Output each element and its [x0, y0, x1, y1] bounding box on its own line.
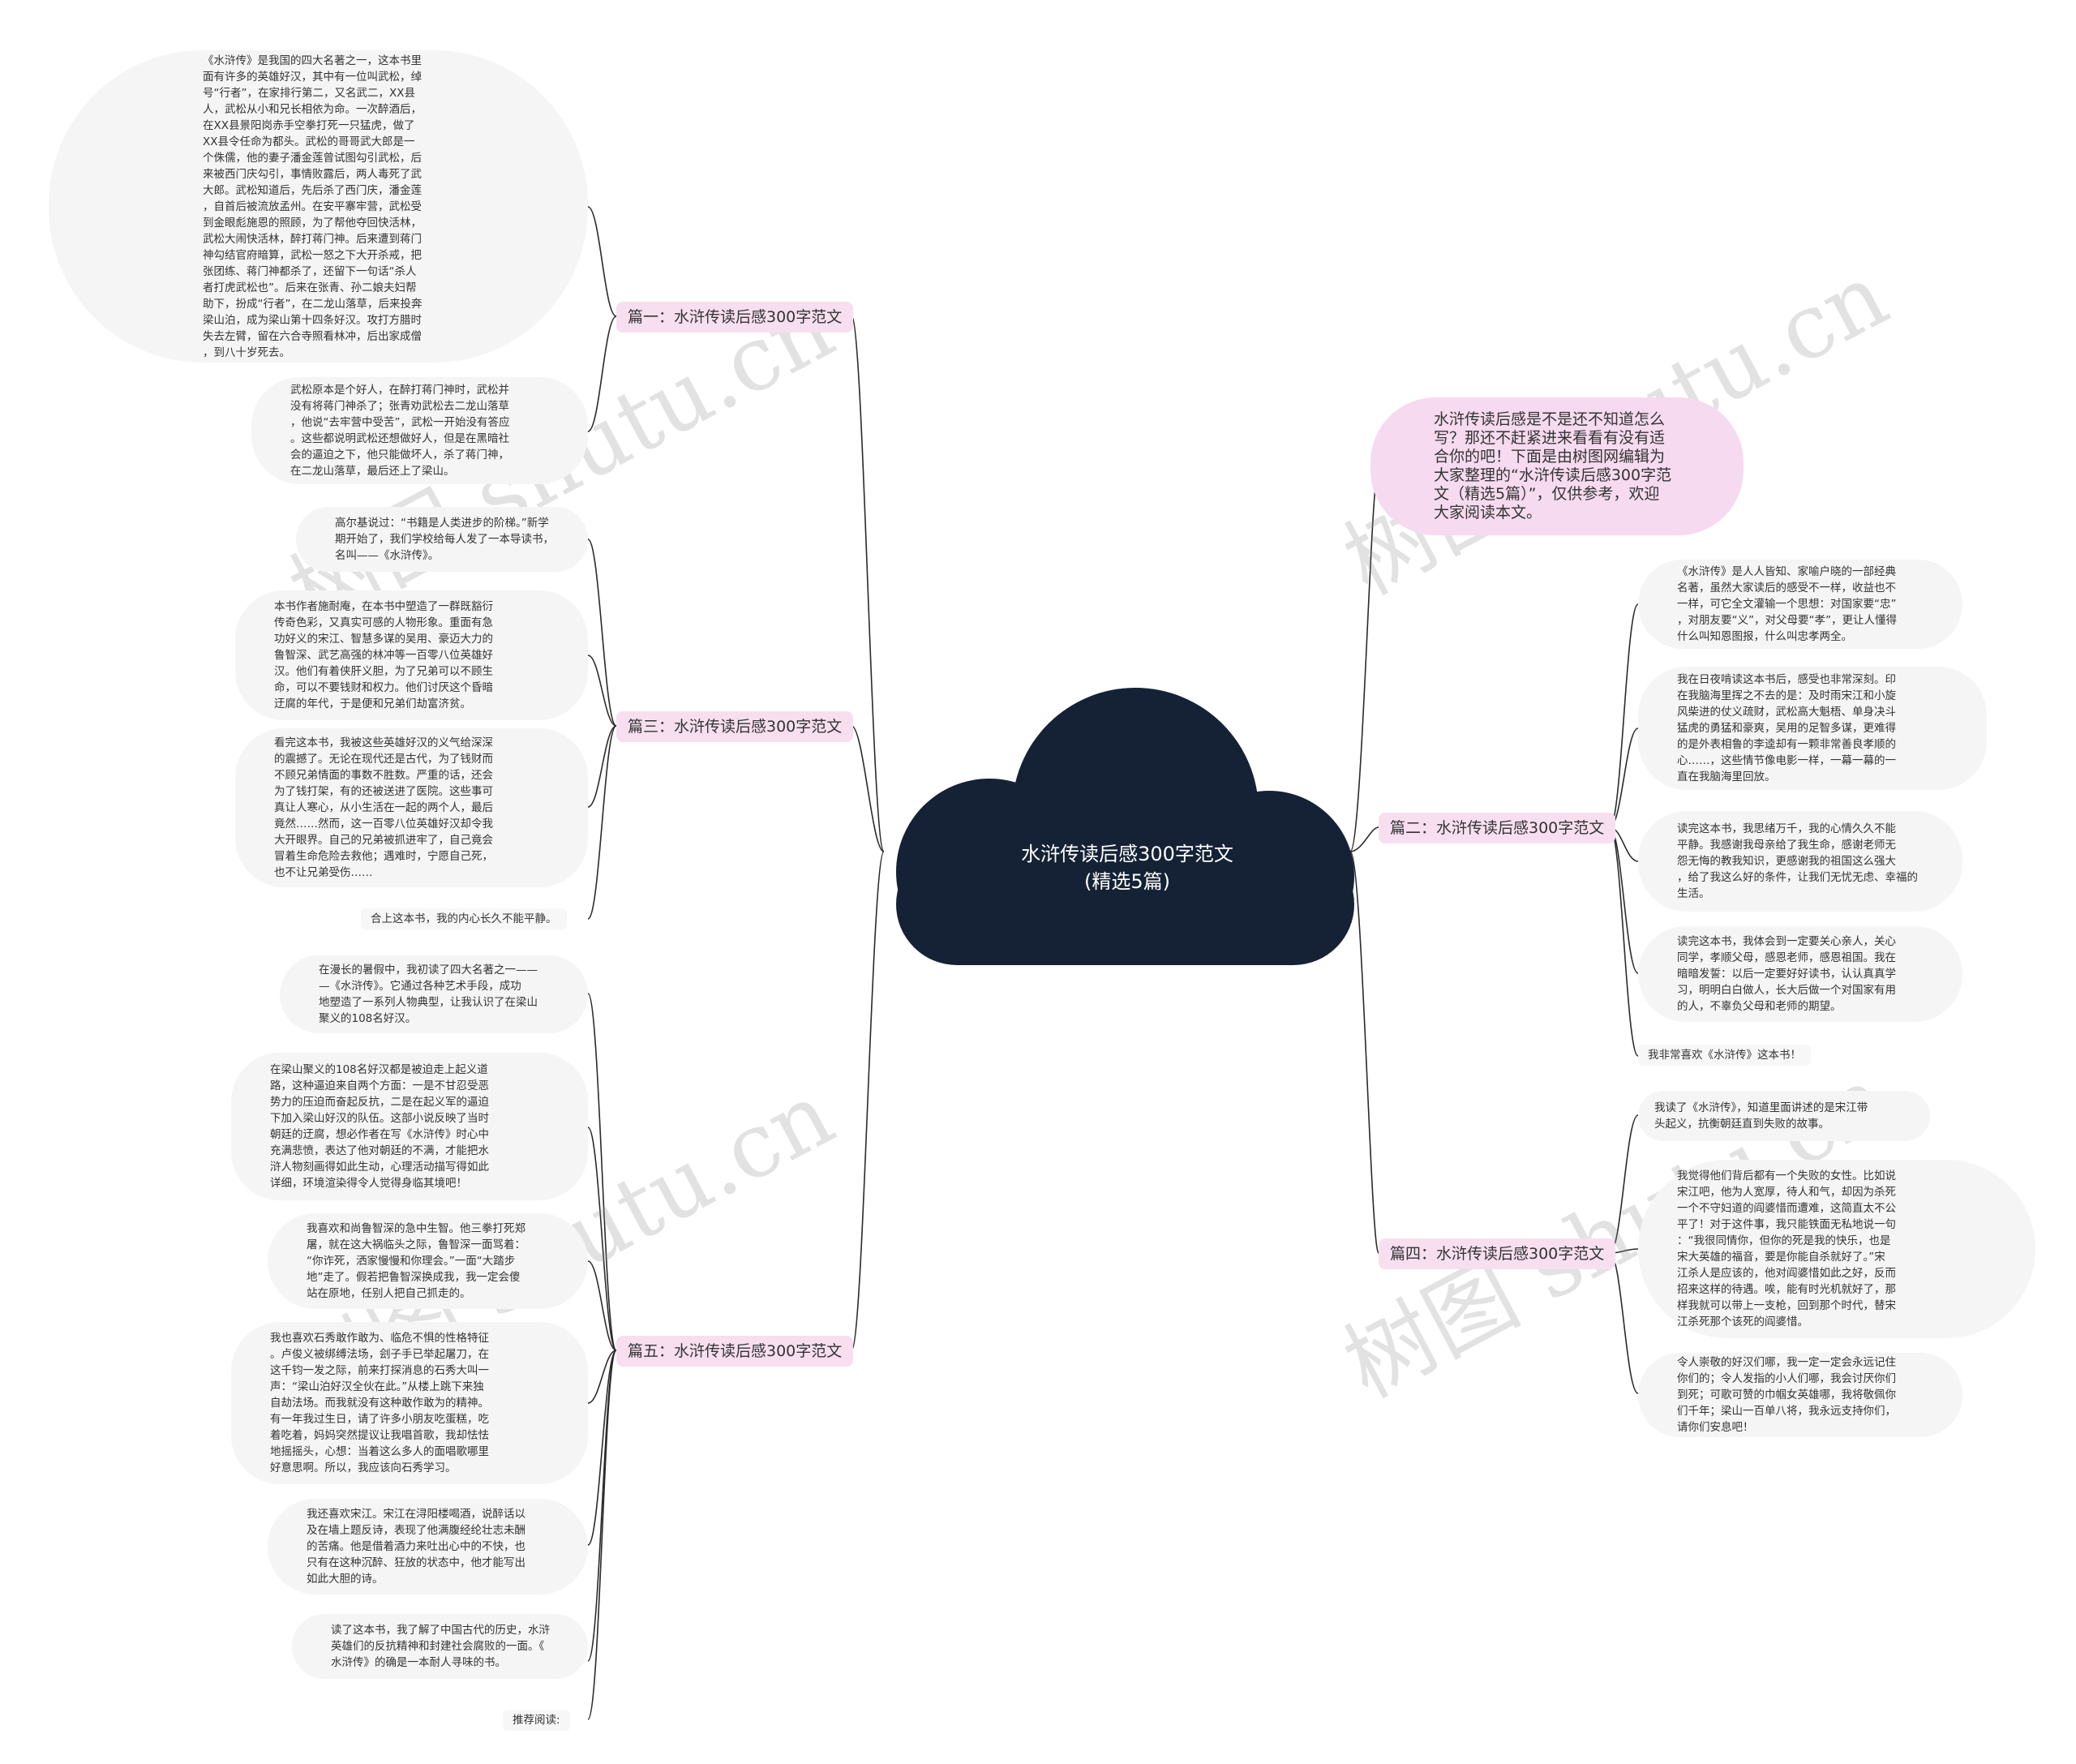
leaf-text: 我觉得他们背后都有一个失败的女性。比如说 宋江吧，他为人宽厚，待人和气，却因为杀… — [1677, 1170, 1896, 1328]
leaf-b1-2[interactable]: 武松原本是个好人，在醉打蒋门神时，武松并 没有将蒋门神杀了；张青劝武松去二龙山落… — [251, 377, 588, 484]
leaf-b4-1[interactable]: 我读了《水浒传》，知道里面讲述的是宋江带 头起义，抗衡朝廷直到失败的故事。 — [1638, 1091, 1930, 1141]
leaf-b2-5[interactable]: 我非常喜欢《水浒传》这本书！ — [1638, 1045, 1811, 1066]
leaf-text: 高尔基说过：“书籍是人类进步的阶梯。”新学 期开始了，我们学校给每人发了一本导读… — [335, 517, 554, 562]
leaf-text: 我还喜欢宋江。宋江在浔阳楼喝酒，说醉话以 及在墙上题反诗，表现了他满腹经纶壮志未… — [307, 1508, 525, 1586]
leaf-b2-1[interactable]: 《水浒传》是人人皆知、家喻户晓的一部经典 名著，虽然大家读后的感受不一样，收益也… — [1638, 560, 1962, 649]
leaf-b4-3[interactable]: 令人崇敬的好汉们哪，我一定一定会永远记住 你们的；令人发指的小人们哪，我会讨厌你… — [1638, 1353, 1962, 1437]
leaf-text: 《水浒传》是我国的四大名著之一，这本书里 面有许多的英雄好汉，其中有一位叫武松，… — [203, 54, 422, 359]
branch-b2[interactable]: 篇二：水浒传读后感300字范文 — [1379, 813, 1616, 843]
branch-b5[interactable]: 篇五：水浒传读后感300字范文 — [616, 1336, 854, 1367]
leaf-b2-3[interactable]: 读完这本书，我思绪万千，我的心情久久不能 平静。我感谢我母亲给了我生命，感谢老师… — [1638, 811, 1962, 912]
leaf-text: 读完这本书，我思绪万千，我的心情久久不能 平静。我感谢我母亲给了我生命，感谢老师… — [1677, 822, 1918, 900]
leaf-text: 读完这本书，我体会到一定要关心亲人，关心 同学，孝顺父母，感恩老师，感恩祖国。我… — [1677, 935, 1896, 1013]
leaf-b2-4[interactable]: 读完这本书，我体会到一定要关心亲人，关心 同学，孝顺父母，感恩老师，感恩祖国。我… — [1638, 926, 1962, 1022]
leaf-text: 我读了《水浒传》，知道里面讲述的是宋江带 头起义，抗衡朝廷直到失败的故事。 — [1654, 1101, 1868, 1131]
link-center-intro — [1349, 467, 1379, 852]
leaf-b3-4[interactable]: 合上这本书，我的内心长久不能平静。 — [361, 908, 567, 929]
leaf-b2-2[interactable]: 我在日夜啃读这本书后，感受也非常深刻。印 在我脑海里挥之不去的是：及时雨宋江和小… — [1638, 667, 1987, 790]
leaf-text: 在梁山聚义的108名好汉都是被迫走上起义道 路，这种逼迫来自两个方面：一是不甘忍… — [270, 1063, 489, 1190]
leaf-text: 读了这本书，我了解了中国古代的历史，水浒 英雄们的反抗精神和封建社会腐败的一面。… — [331, 1624, 550, 1669]
leaf-b3-1[interactable]: 高尔基说过：“书籍是人类进步的阶梯。”新学 期开始了，我们学校给每人发了一本导读… — [296, 507, 588, 572]
leaf-b4-2[interactable]: 我觉得他们背后都有一个失败的女性。比如说 宋江吧，他为人宽厚，待人和气，却因为杀… — [1638, 1160, 2035, 1338]
branch-b4[interactable]: 篇四：水浒传读后感300字范文 — [1379, 1238, 1616, 1269]
link-center-b5 — [851, 851, 885, 1351]
leaf-b3-3[interactable]: 看完这本书，我被这些英雄好汉的义气给深深 的震撼了。无论在现代还是古代，为了钱财… — [235, 728, 588, 887]
leaf-text: 在漫长的暑假中，我初读了四大名著之一—— —《水浒传》。它通过各种艺术手段，成功… — [319, 964, 538, 1025]
leaf-text: 看完这本书，我被这些英雄好汉的义气给深深 的震撼了。无论在现代还是古代，为了钱财… — [274, 736, 493, 879]
leaf-b5-2[interactable]: 在梁山聚义的108名好汉都是被迫走上起义道 路，这种逼迫来自两个方面：一是不甘忍… — [231, 1053, 588, 1200]
leaf-text: 武松原本是个好人，在醉打蒋门神时，武松并 没有将蒋门神杀了；张青劝武松去二龙山落… — [290, 384, 510, 478]
leaf-text: 令人崇敬的好汉们哪，我一定一定会永远记住 你们的；令人发指的小人们哪，我会讨厌你… — [1677, 1356, 1896, 1434]
leaf-b5-6[interactable]: 读了这本书，我了解了中国古代的历史，水浒 英雄们的反抗精神和封建社会腐败的一面。… — [292, 1614, 588, 1679]
leaf-b1-1[interactable]: 《水浒传》是我国的四大名著之一，这本书里 面有许多的英雄好汉，其中有一位叫武松，… — [49, 50, 588, 363]
leaf-b5-5[interactable]: 我还喜欢宋江。宋江在浔阳楼喝酒，说醉话以 及在墙上题反诗，表现了他满腹经纶壮志未… — [268, 1499, 588, 1594]
link-center-b1 — [851, 315, 885, 852]
leaf-b5-4[interactable]: 我也喜欢石秀敢作敢为、临危不惧的性格特征 。卢俊义被绑缚法场，刽子手已举起屠刀，… — [231, 1322, 588, 1484]
link-center-b2 — [1349, 826, 1379, 852]
leaf-text: 《水浒传》是人人皆知、家喻户晓的一部经典 名著，虽然大家读后的感受不一样，收益也… — [1677, 565, 1897, 643]
center-cloud — [896, 688, 1354, 965]
center-topic[interactable]: 水浒传读后感300字范文 (精选5篇) — [1021, 843, 1233, 893]
leaf-b5-7[interactable]: 推荐阅读: — [503, 1710, 570, 1731]
branch-b3[interactable]: 篇三：水浒传读后感300字范文 — [616, 711, 854, 742]
leaf-text: 本书作者施耐庵，在本书中塑造了一群既豁衍 传奇色彩，又真实可感的人物形象。重面有… — [274, 600, 493, 710]
leaf-text: 我也喜欢石秀敢作敢为、临危不惧的性格特征 。卢俊义被绑缚法场，刽子手已举起屠刀，… — [270, 1332, 489, 1474]
link-center-b4 — [1349, 851, 1379, 1254]
branch-b1[interactable]: 篇一：水浒传读后感300字范文 — [616, 302, 854, 333]
leaf-text: 我喜欢和尚鲁智深的急中生智。他三拳打死郑 屠，就在这大祸临头之际，鲁智深一面骂着… — [307, 1222, 525, 1300]
leaf-b5-1[interactable]: 在漫长的暑假中，我初读了四大名著之一—— —《水浒传》。它通过各种艺术手段，成功… — [280, 955, 588, 1033]
link-center-b3 — [851, 725, 885, 852]
leaf-text: 我在日夜啃读这本书后，感受也非常深刻。印 在我脑海里挥之不去的是：及时雨宋江和小… — [1677, 673, 1896, 783]
intro-text: 水浒传读后感是不是还不知道怎么 写？那还不赶紧进来看看有没有适 合你的吧！下面是… — [1434, 410, 1672, 521]
leaf-b5-3[interactable]: 我喜欢和尚鲁智深的急中生智。他三拳打死郑 屠，就在这大祸临头之际，鲁智深一面骂着… — [268, 1213, 588, 1309]
leaf-b3-2[interactable]: 本书作者施耐庵，在本书中塑造了一群既豁衍 传奇色彩，又真实可感的人物形象。重面有… — [235, 590, 588, 720]
intro-node[interactable]: 水浒传读后感是不是还不知道怎么 写？那还不赶紧进来看看有没有适 合你的吧！下面是… — [1370, 397, 1744, 535]
